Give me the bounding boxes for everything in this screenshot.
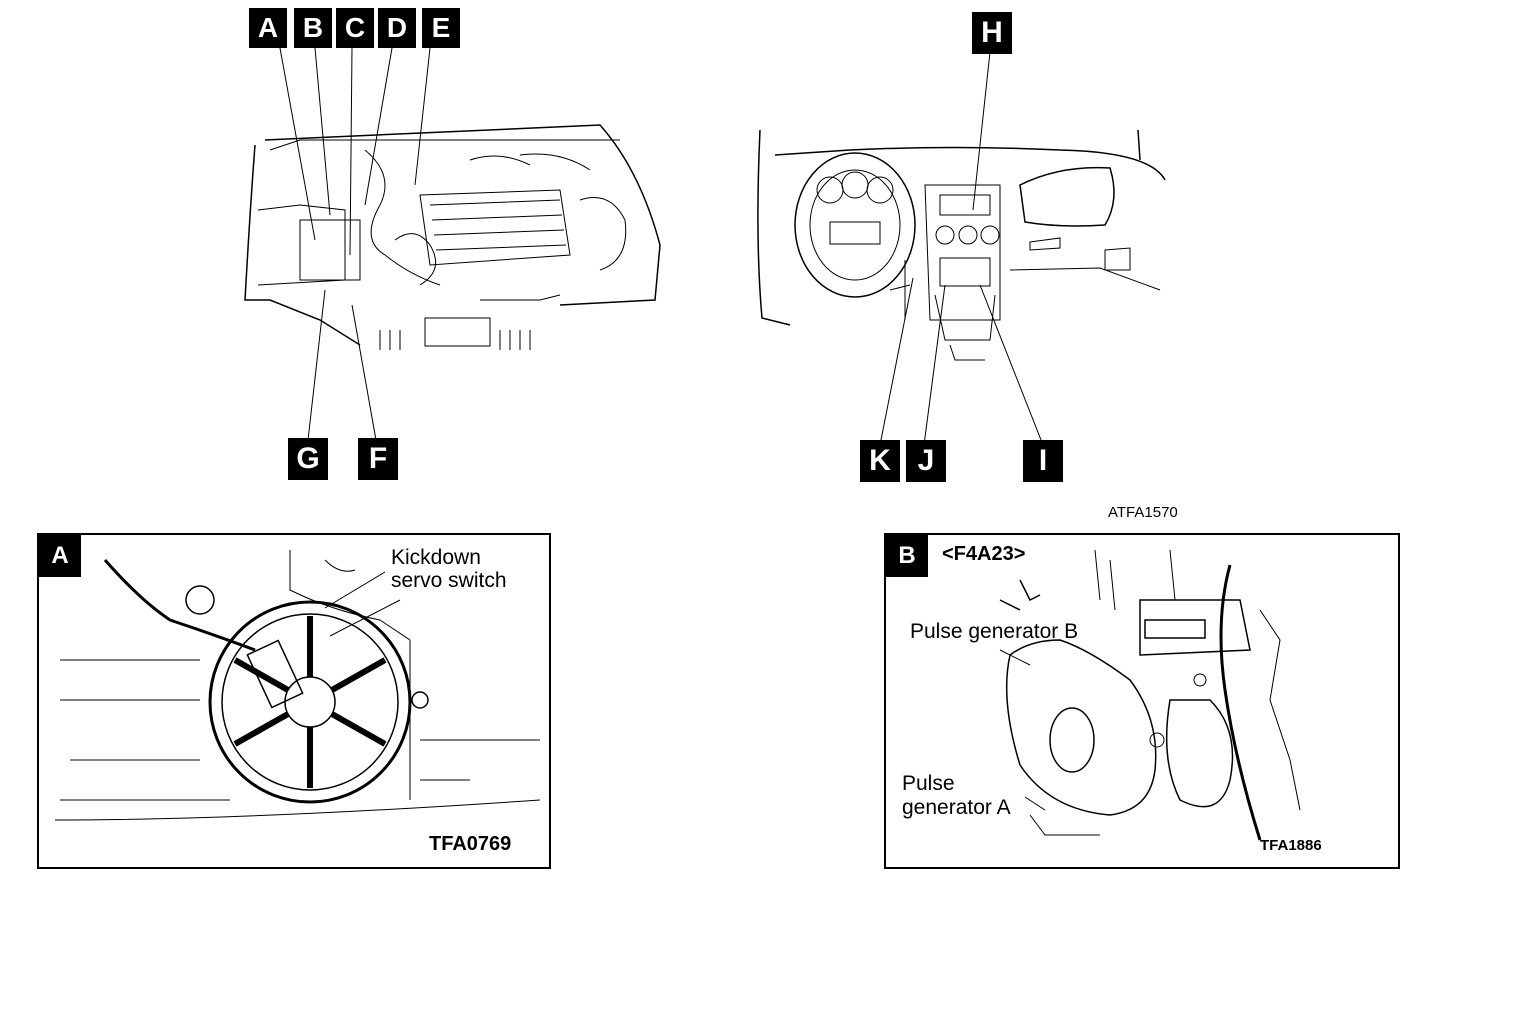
kickdown-label-line1: Kickdown: [391, 546, 481, 569]
detail-a-illustration: [54, 550, 541, 821]
figure-code-a: TFA0769: [429, 833, 512, 855]
callout-g: G: [288, 438, 328, 480]
callout-e: E: [422, 8, 460, 48]
figure-code-main: ATFA1570: [1108, 504, 1178, 521]
engine-bay-illustration: [244, 124, 661, 350]
callout-b: B: [294, 8, 332, 48]
callout-i: I: [1023, 440, 1063, 482]
detail-b-illustration: [999, 549, 1301, 841]
callout-h: H: [972, 12, 1012, 54]
dashboard-leader-lines: [879, 51, 1044, 446]
pulse-generator-a-label-line1: Pulse: [902, 772, 955, 795]
engine-leader-lines: [279, 47, 431, 441]
panel-a-tag: A: [39, 535, 81, 577]
detail-panel-b: B <F4A23> Pulse generator B Pulse genera…: [884, 533, 1400, 869]
callout-j: J: [906, 440, 946, 482]
callout-f: F: [358, 438, 398, 480]
dashboard-illustration: [757, 129, 1166, 361]
panel-b-tag: B: [886, 535, 928, 577]
pulse-generator-b-label: Pulse generator B: [910, 620, 1079, 643]
pulse-generator-a-label-line2: generator A: [902, 796, 1011, 819]
callout-d: D: [378, 8, 416, 48]
figure-code-b: TFA1886: [1260, 837, 1322, 854]
callout-a: A: [249, 8, 287, 48]
model-label: <F4A23>: [942, 543, 1026, 565]
callout-c: C: [336, 8, 374, 48]
kickdown-label-line2: servo switch: [391, 569, 507, 592]
detail-panel-a: A Kickdown servo switch TFA0769: [37, 533, 551, 869]
callout-k: K: [860, 440, 900, 482]
